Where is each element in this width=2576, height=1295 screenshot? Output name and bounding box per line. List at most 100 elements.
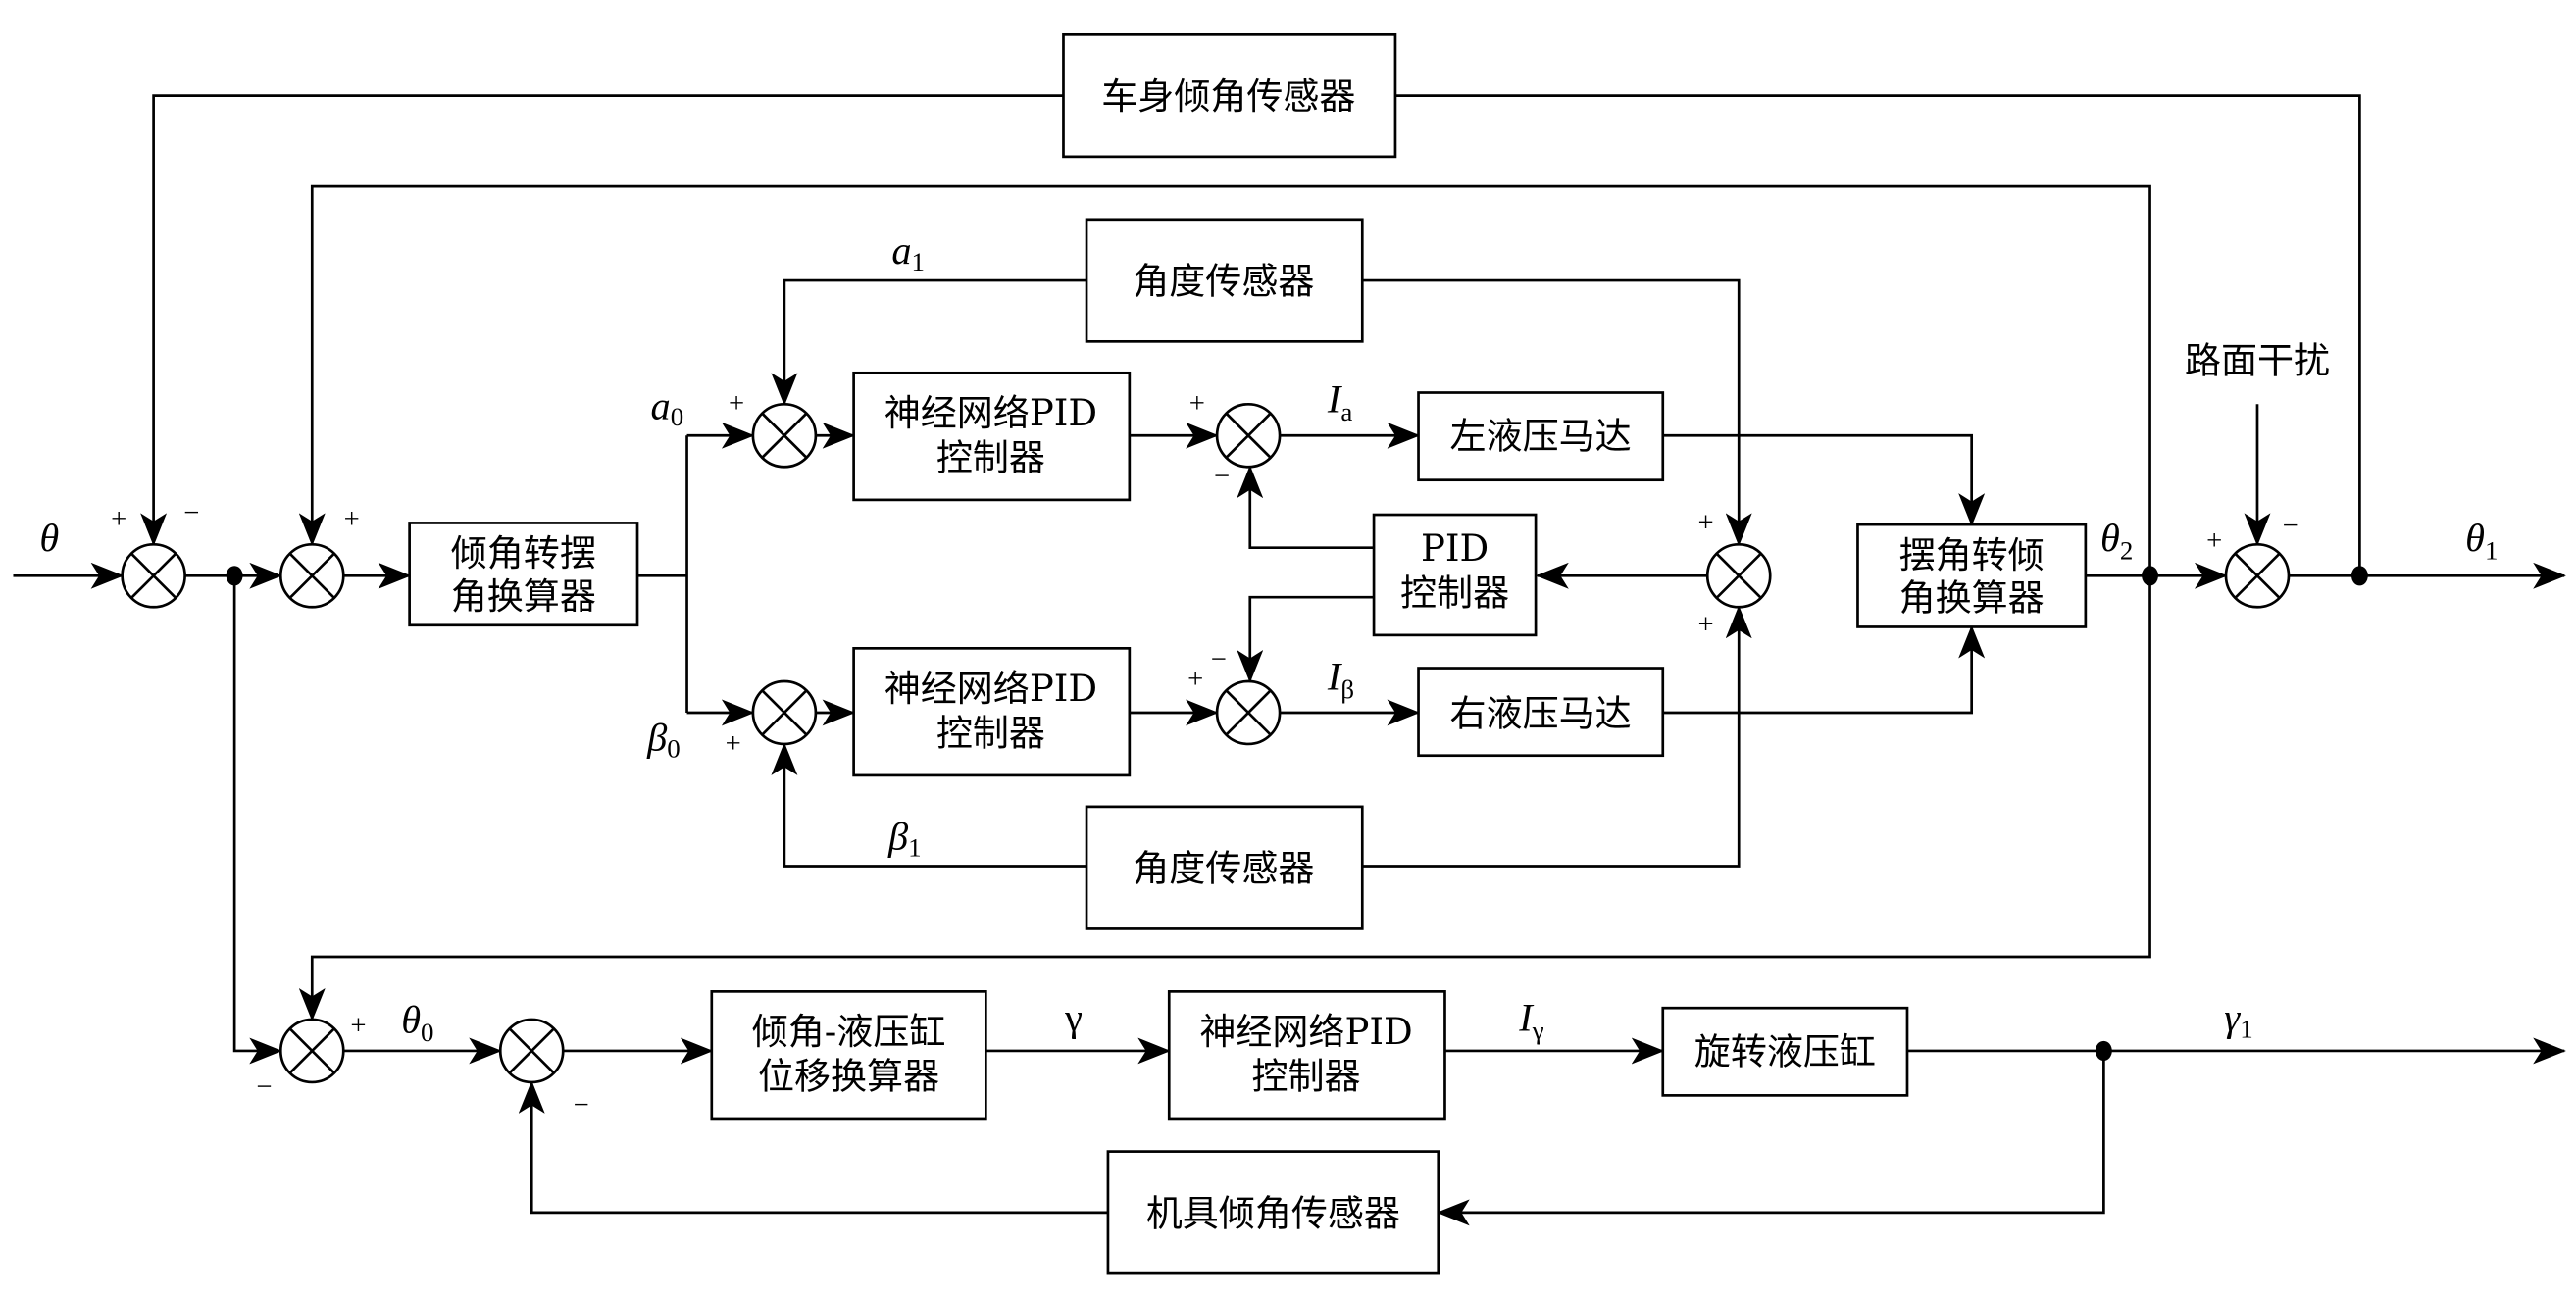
junctions xyxy=(226,566,2368,1062)
signal-theta1: θ1 xyxy=(2465,516,2498,565)
signal-gamma1: γ1 xyxy=(2224,996,2252,1044)
sign-minus: − xyxy=(183,498,199,528)
block-label-line1: 神经网络PID xyxy=(884,392,1097,434)
sum-junction-s4 xyxy=(498,1018,565,1084)
sum-junction-road xyxy=(2224,542,2291,609)
signal-beta1: β1 xyxy=(887,815,922,863)
block-label: 车身倾角传感器 xyxy=(1101,75,1355,118)
summing-junctions xyxy=(121,402,2291,1084)
block-label: 机具倾角传感器 xyxy=(1146,1192,1400,1234)
block-label-line2: 位移换算器 xyxy=(758,1056,939,1098)
wire-gamma1-feedback xyxy=(1437,1050,2105,1226)
sign-plus: + xyxy=(1187,665,1203,695)
block-nn-pid-top: 神经网络PID 控制器 xyxy=(852,371,1132,502)
wire-sensor-bottom-to-se xyxy=(1362,605,1752,868)
sign-minus: − xyxy=(2283,511,2298,541)
sum-junction-sensors xyxy=(1705,542,1772,609)
block-nn-pid-gamma: 神经网络PID 控制器 xyxy=(1167,990,1446,1121)
block-label: 右液压马达 xyxy=(1450,692,1632,734)
block-label-line2: 控制器 xyxy=(936,437,1045,479)
junction-dot-theta xyxy=(226,566,243,586)
sign-minus: − xyxy=(1211,645,1227,675)
sign-plus: + xyxy=(1697,508,1713,538)
wire-theta-to-s3 xyxy=(232,575,282,1065)
block-label-line1: 神经网络PID xyxy=(884,668,1097,710)
wire-implement-sensor-to-s4 xyxy=(518,1080,1108,1215)
road-disturbance-label: 路面干扰 xyxy=(2185,339,2330,381)
sum-junction-Ibeta xyxy=(1215,679,1282,746)
block-label-line1: PID xyxy=(1421,527,1489,570)
block-label-line2: 角换算器 xyxy=(1899,577,2045,620)
wire-theta2-feedback-top xyxy=(298,184,2151,576)
block-label-line2: 控制器 xyxy=(1251,1056,1360,1098)
sum-junction-alpha xyxy=(751,402,818,469)
block-angle-sensor-top: 角度传感器 xyxy=(1085,218,1364,343)
wire-pid-to-sb xyxy=(1237,465,1375,550)
block-label: 左液压马达 xyxy=(1450,416,1632,458)
wire-theta2-feedback-bottom xyxy=(298,575,2151,1021)
sign-plus: + xyxy=(1697,610,1713,640)
sum-junction-beta xyxy=(751,679,818,746)
sign-minus: − xyxy=(574,1090,589,1121)
sign-plus: + xyxy=(1189,389,1205,420)
signal-theta0: θ0 xyxy=(401,997,433,1046)
block-pid-controller: PID 控制器 xyxy=(1372,513,1538,637)
junction-dot-theta2 xyxy=(2142,566,2158,586)
junction-dot-gamma1 xyxy=(2095,1040,2112,1062)
block-left-hydraulic-motor: 左液压马达 xyxy=(1417,391,1665,482)
sign-labels: + − + + + + − + − + + + − + − − xyxy=(111,389,2298,1121)
sum-junction-s1 xyxy=(121,542,186,609)
sign-plus: + xyxy=(726,728,741,759)
wire-body-sensor-right xyxy=(1394,94,2361,576)
sign-plus: + xyxy=(729,389,744,420)
block-label-line1: 倾角-液压缸 xyxy=(752,1011,946,1053)
signal-beta0: β0 xyxy=(646,716,681,764)
block-label-line2: 角换算器 xyxy=(451,575,596,618)
wire-pid-to-sd xyxy=(1237,595,1375,683)
block-nn-pid-bottom: 神经网络PID 控制器 xyxy=(852,646,1132,777)
block-label-line1: 神经网络PID xyxy=(1199,1011,1412,1053)
sign-plus: + xyxy=(344,505,360,535)
block-rotary-hydraulic-cylinder: 旋转液压缸 xyxy=(1661,1006,1909,1097)
wire-body-sensor-left xyxy=(140,94,1064,547)
signal-gamma: γ xyxy=(1064,996,1083,1040)
block-label-line2: 控制器 xyxy=(1400,573,1509,615)
block-label-line2: 控制器 xyxy=(936,713,1045,755)
wire-right-motor-out xyxy=(1662,624,1986,715)
block-implement-tilt-sensor: 机具倾角传感器 xyxy=(1106,1150,1440,1275)
wire-left-motor-out xyxy=(1662,433,1986,526)
wire-a1-feedback xyxy=(771,278,1087,406)
wire-beta1-feedback xyxy=(771,742,1087,868)
signal-Ia: Ia xyxy=(1327,377,1352,426)
block-tilt-to-swing-converter: 倾角转摆 角换算器 xyxy=(408,522,639,627)
sum-junction-Ia xyxy=(1215,402,1282,469)
signal-a1: a1 xyxy=(891,228,925,276)
sign-plus: + xyxy=(350,1011,366,1041)
signal-a0: a0 xyxy=(650,383,683,431)
wire-sensor-top-to-se xyxy=(1362,278,1752,547)
sign-minus: − xyxy=(256,1071,272,1102)
junction-dot-theta1 xyxy=(2350,566,2368,586)
signal-Ibeta: Iβ xyxy=(1327,654,1354,703)
sign-plus: + xyxy=(2206,525,2222,556)
wires xyxy=(13,94,2566,1226)
block-right-hydraulic-motor: 右液压马达 xyxy=(1417,667,1665,758)
block-label-line1: 摆角转倾 xyxy=(1899,534,2045,576)
block-label: 角度传感器 xyxy=(1133,848,1314,890)
block-label-line1: 倾角转摆 xyxy=(451,532,596,574)
block-angle-sensor-bottom: 角度传感器 xyxy=(1085,805,1364,930)
signal-labels: θ a0 a1 β0 β1 Ia Iβ θ2 θ1 θ0 γ Iγ γ1 xyxy=(39,228,2498,1047)
block-swing-to-tilt-converter: 摆角转倾 角换算器 xyxy=(1856,523,2088,628)
block-body-tilt-sensor: 车身倾角传感器 xyxy=(1062,32,1397,159)
sum-junction-s2 xyxy=(278,542,345,609)
sign-minus: − xyxy=(1214,462,1230,492)
signal-theta: θ xyxy=(39,516,59,560)
sign-plus: + xyxy=(111,505,126,535)
sum-junction-s3 xyxy=(278,1018,345,1084)
block-label: 角度传感器 xyxy=(1133,261,1314,303)
signal-theta2: θ2 xyxy=(2100,516,2133,565)
signal-Igamma: Iγ xyxy=(1518,996,1543,1045)
block-label: 旋转液压缸 xyxy=(1694,1030,1876,1072)
block-tilt-cylinder-converter: 倾角-液压缸 位移换算器 xyxy=(710,990,987,1121)
